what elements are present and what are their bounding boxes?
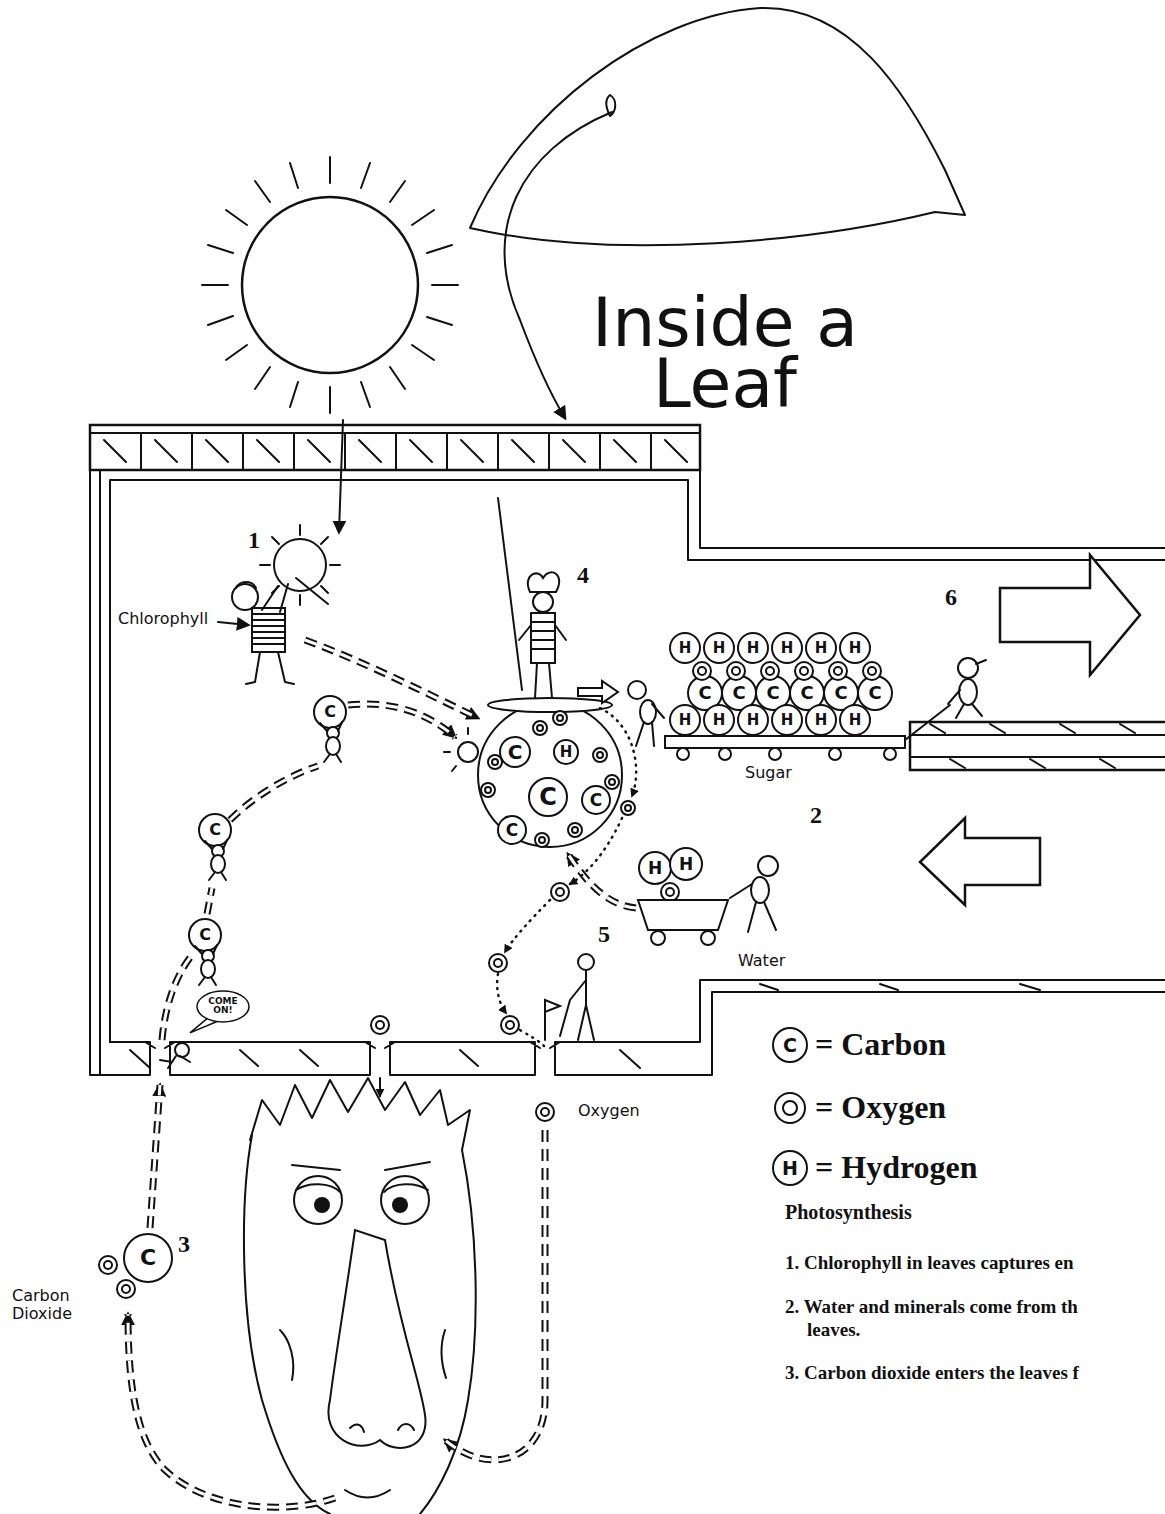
pointer-arrow bbox=[505, 112, 612, 418]
sun bbox=[242, 197, 418, 373]
part-label: Water bbox=[738, 952, 785, 970]
caption-heading: Photosynthesis bbox=[785, 1200, 912, 1224]
caption-item: 3. Carbon dioxide enters the leaves f bbox=[785, 1362, 1079, 1385]
atom-letter: H bbox=[747, 641, 760, 656]
atom-letter: H bbox=[849, 713, 862, 728]
atom-letter: C bbox=[698, 684, 711, 702]
atom-letter: C bbox=[783, 1036, 797, 1055]
atom-letter: H bbox=[679, 641, 692, 656]
speech-bubble: COME ON! bbox=[196, 990, 250, 1023]
caption-item: 1. Chlorophyll in leaves captures en bbox=[785, 1252, 1074, 1275]
legend-text: = Oxygen bbox=[815, 1089, 946, 1125]
caption-item: 2. Water and minerals come from th leave… bbox=[785, 1296, 1115, 1342]
atom-letter: C bbox=[199, 927, 211, 943]
heading-label: Inside a Leaf bbox=[560, 292, 890, 414]
part-label: Oxygen bbox=[578, 1102, 640, 1120]
atom-letter: H bbox=[648, 860, 662, 877]
atom-letter: H bbox=[815, 641, 828, 656]
atom-letter: H bbox=[815, 713, 828, 728]
atom-letter: C bbox=[324, 704, 336, 720]
part-label: Sugar bbox=[745, 764, 792, 782]
atom-letter: H bbox=[560, 745, 573, 760]
part-label: Carbon Dioxide bbox=[12, 1287, 90, 1324]
callout-number: 6 bbox=[945, 585, 957, 609]
atom-letter: C bbox=[732, 684, 745, 702]
atom-letter: H bbox=[679, 856, 693, 873]
legend-entry: = Oxygen bbox=[815, 1090, 946, 1125]
atom-letter: H bbox=[782, 1159, 798, 1178]
part-label: Chlorophyll bbox=[118, 610, 208, 628]
atom-letter: H bbox=[781, 641, 794, 656]
callout-number: 5 bbox=[598, 922, 610, 946]
atom-letter: C bbox=[539, 785, 557, 809]
atom-letter: H bbox=[849, 641, 862, 656]
atom-letter: C bbox=[590, 792, 602, 809]
legend-entry: = Carbon bbox=[815, 1027, 946, 1062]
bubble-text: COME ON! bbox=[205, 997, 241, 1016]
leaf-outline bbox=[470, 8, 965, 245]
legend-entry: = Hydrogen bbox=[815, 1150, 978, 1185]
callout-number: 3 bbox=[178, 1232, 190, 1256]
callout-number: 1 bbox=[248, 528, 260, 552]
atom-letter: C bbox=[766, 684, 779, 702]
callout-number: 4 bbox=[577, 563, 589, 587]
atom-letter: C bbox=[834, 684, 847, 702]
face bbox=[250, 1078, 470, 1150]
atom-letter: C bbox=[140, 1247, 156, 1269]
atom-letter: C bbox=[508, 742, 523, 762]
atom-letter: H bbox=[781, 713, 794, 728]
atom-letter: C bbox=[506, 822, 518, 839]
atom-letter: C bbox=[800, 684, 813, 702]
atom-letter: C bbox=[868, 684, 881, 702]
atom-letter: H bbox=[747, 713, 760, 728]
atom-letter: H bbox=[713, 641, 726, 656]
legend-text: = Hydrogen bbox=[815, 1149, 978, 1185]
legend-text: = Carbon bbox=[815, 1026, 946, 1062]
atom-letter: H bbox=[679, 713, 692, 728]
callout-number: 2 bbox=[810, 803, 822, 827]
atom-letter: H bbox=[713, 713, 726, 728]
atom-letter: C bbox=[209, 822, 221, 838]
